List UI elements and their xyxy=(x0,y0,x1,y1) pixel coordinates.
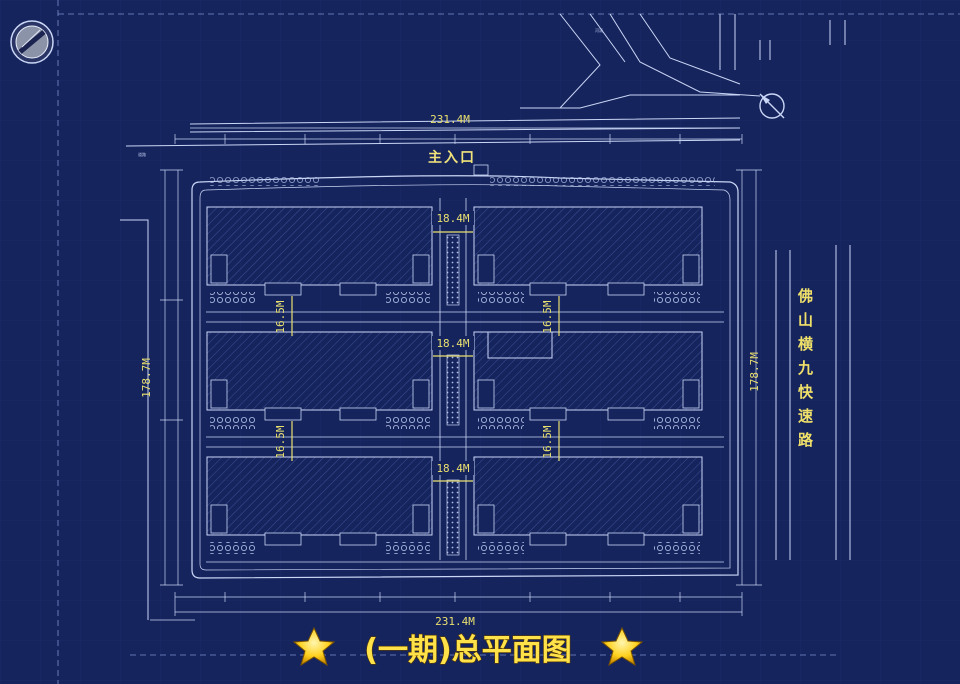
factory-building xyxy=(206,206,433,286)
factory-building xyxy=(473,456,703,536)
factory-building xyxy=(473,331,703,411)
factory-building xyxy=(473,206,703,286)
factory-building xyxy=(206,331,433,411)
entrance-planting xyxy=(490,176,715,186)
entrance-planting xyxy=(210,176,320,186)
main-entrance-label: 主入口 xyxy=(428,149,476,166)
site-boundary xyxy=(191,175,739,579)
star-icon xyxy=(600,626,644,667)
central-road-width-2: 18.4M xyxy=(436,337,469,350)
annex-block xyxy=(487,331,553,359)
side-road-width-3: 16.5M xyxy=(274,425,287,458)
north-arrow-icon xyxy=(759,93,785,119)
left-dimension-strip xyxy=(160,169,183,586)
compass-icon xyxy=(10,20,54,64)
building-details xyxy=(210,254,700,546)
central-road-dimensions xyxy=(433,231,473,482)
planting-strips xyxy=(210,292,700,554)
central-road-width-3: 18.4M xyxy=(436,462,469,475)
plan-title: (一期)总平面图 xyxy=(364,633,571,668)
side-road-width-4: 16.5M xyxy=(541,425,554,458)
external-roads xyxy=(120,13,851,620)
central-road-width-1: 18.4M xyxy=(436,212,469,225)
right-dimension-strip xyxy=(736,169,762,586)
building-row-1 xyxy=(206,206,703,286)
guard-house xyxy=(473,164,489,176)
dimension-height-left: 178.7M xyxy=(140,358,153,398)
bottom-dimension-strip xyxy=(150,592,743,621)
building-row-3 xyxy=(206,456,703,536)
side-road-width-2: 16.5M xyxy=(541,300,554,333)
site-inner-boundary xyxy=(199,184,731,571)
reference-lines xyxy=(57,0,960,684)
central-road-markings xyxy=(446,234,460,556)
factory-building xyxy=(206,456,433,536)
building-row-2 xyxy=(206,331,703,411)
highway-name-label: 佛山横九快速路 xyxy=(796,287,814,456)
title-bar: (一期)总平面图 xyxy=(292,626,644,669)
side-road-width-1: 16.5M xyxy=(274,300,287,333)
star-icon xyxy=(292,626,336,667)
road-tag: 河涌 xyxy=(595,27,603,33)
side-road-dimensions xyxy=(291,296,560,461)
dimension-width-bottom: 231.4M xyxy=(435,615,475,628)
dimension-width-top: 231.4M xyxy=(430,113,470,126)
road-tag: 道路 xyxy=(138,151,146,157)
top-dimension-strip xyxy=(174,127,743,144)
dimension-height-right: 178.7M xyxy=(748,352,761,392)
